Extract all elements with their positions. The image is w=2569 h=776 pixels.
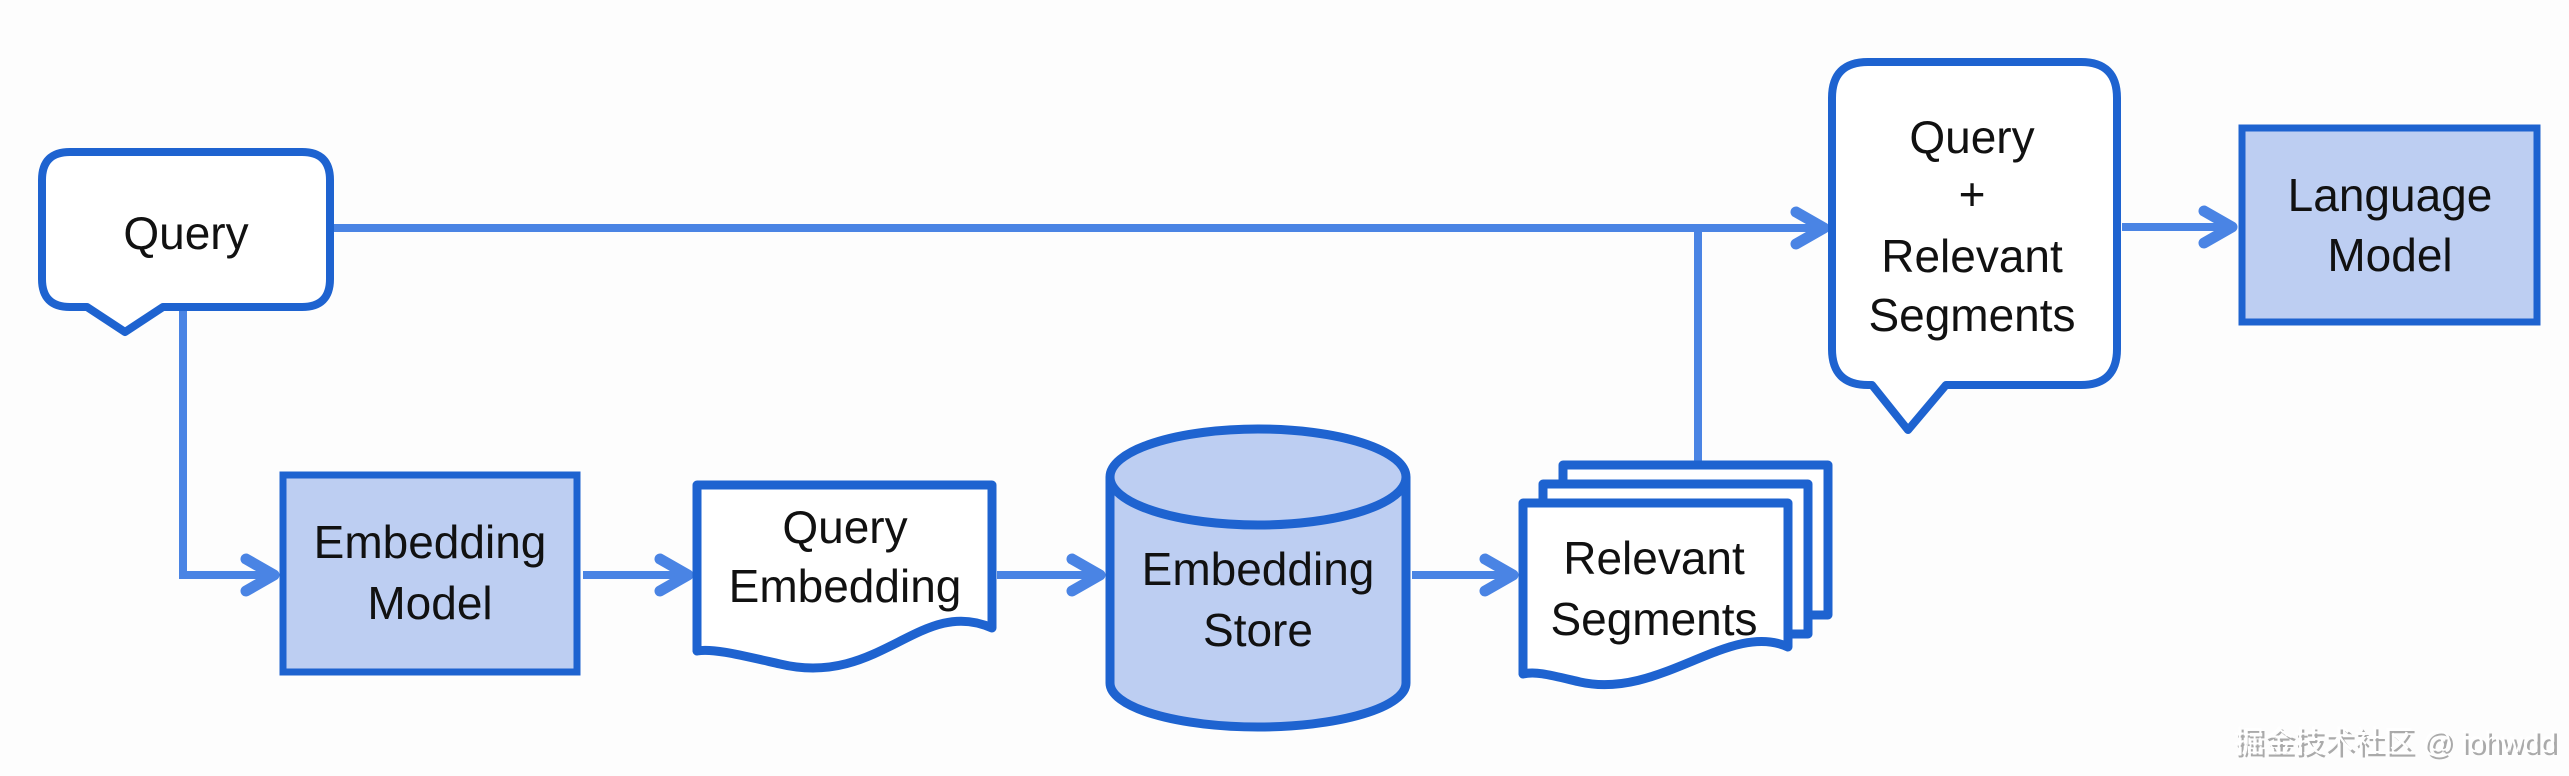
node-language-model: Language Model (2238, 124, 2541, 326)
combined-bubble-shape (1828, 58, 2121, 434)
combined-label-line2: + (1959, 168, 1986, 220)
node-query-plus-relevant-segments: Query + Relevant Segments (1828, 58, 2121, 434)
embedding-model-label-line2: Model (367, 577, 492, 629)
query-bubble-shape (38, 148, 334, 336)
relevant-segments-page-front (1518, 498, 1793, 690)
embedding-store-cylinder-body-fill (1110, 477, 1406, 727)
embedding-store-cylinder-body-stroke (1105, 477, 1411, 732)
embedding-store-label-line1: Embedding (1142, 543, 1375, 595)
combined-label-line4: Segments (1868, 289, 2075, 341)
edges (179, 205, 2238, 597)
language-model-label-line2: Model (2327, 229, 2452, 281)
embedding-store-label-line2: Store (1203, 604, 1313, 656)
embedding-model-label-line1: Embedding (314, 516, 547, 568)
relevant-segments-label-line1: Relevant (1563, 532, 1745, 584)
language-model-label-line1: Language (2288, 169, 2493, 221)
combined-label-line1: Query (1909, 111, 2034, 163)
query-embedding-label-line1: Query (782, 501, 907, 553)
relevant-segments-label-line2: Segments (1550, 593, 1757, 645)
arrow-query-to-embedding-model (179, 309, 280, 597)
node-embedding-model: Embedding Model (279, 471, 581, 676)
combined-label-line3: Relevant (1881, 230, 2063, 282)
watermark: 掘金技术社区 @ iohwdd 掘金技术社区 @ iohwdd (2234, 726, 2559, 762)
watermark-text: 掘金技术社区 @ iohwdd (2234, 726, 2556, 759)
query-embedding-document-shape (692, 480, 997, 673)
watermark-shadow-text: 掘金技术社区 @ iohwdd (2237, 729, 2559, 762)
node-query-embedding: Query Embedding (692, 480, 997, 673)
embedding-store-cylinder-top (1105, 424, 1411, 530)
node-relevant-segments: Relevant Segments (1518, 460, 1833, 690)
embedding-model-box (279, 471, 581, 676)
query-embedding-label-line2: Embedding (729, 560, 962, 612)
query-label: Query (123, 207, 248, 259)
language-model-box (2238, 124, 2541, 326)
node-query: Query (38, 148, 334, 336)
node-embedding-store: Embedding Store (1105, 424, 1411, 732)
